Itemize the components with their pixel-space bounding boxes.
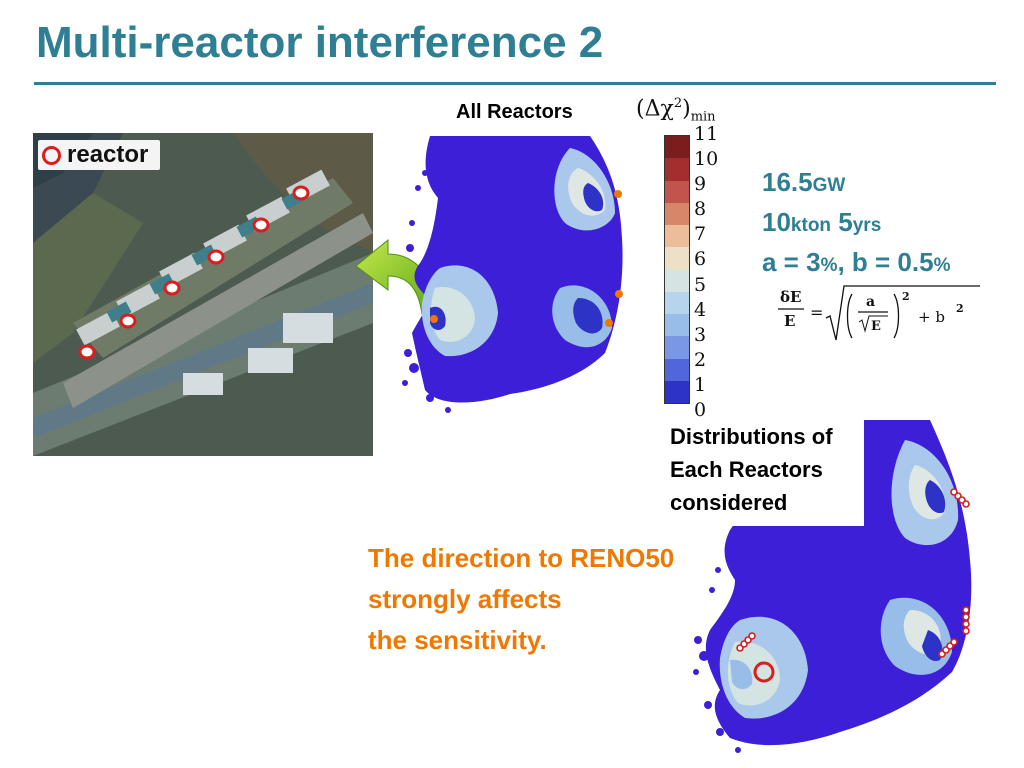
color-scale-segment [665,358,689,381]
svg-text:E: E [871,319,881,334]
color-scale-tick: 4 [694,298,707,321]
note-line: strongly affects [368,584,562,614]
power-line: 16.5GW [762,167,846,197]
color-scale-tick: 9 [694,173,707,196]
parameters: 16.5GW 10kton 5yrs a = 3%, b = 0.5% [762,164,950,284]
color-scale-tick: 6 [694,248,707,271]
reno50-detector-marker [753,661,775,683]
color-scale-segment [665,269,689,292]
reactor-marker [207,249,225,265]
reactor-marker [292,185,310,201]
color-scale-segment [665,158,689,181]
color-scale-segment [665,202,689,225]
note-line: the sensitivity. [368,625,547,655]
resolution-line: a = 3%, b = 0.5% [762,247,951,277]
color-scale-segment [665,380,689,403]
color-scale-tick: 2 [694,348,707,371]
svg-text:E: E [784,312,795,330]
reactor-marker [78,344,96,360]
color-scale-tick: 0 [694,399,707,421]
energy-resolution-formula: δE E = a E 2 + b 2 [778,285,980,341]
color-scale-segment [665,180,689,203]
color-scale-tick: 11 [694,123,719,145]
sensitivity-note: The direction to RENO50 strongly affects… [368,538,674,661]
note-line: The direction to RENO50 [368,543,675,573]
color-scale-segment [665,291,689,314]
color-scale-tick: 8 [694,198,707,221]
reactor-site-photo [33,133,373,456]
map-top-label: All Reactors [456,101,573,123]
svg-text:=: = [810,303,823,322]
svg-text:a: a [866,294,875,310]
distribution-label-box [664,420,864,526]
color-scale-tick: 3 [694,323,707,346]
photo-legend: reactor [38,140,160,170]
svg-text:2: 2 [902,290,910,303]
reactor-markers [736,488,970,658]
reactor-markers [78,185,310,360]
photo-legend-label: reactor [67,141,149,168]
color-scale-segment [665,136,689,159]
color-scale-segment [665,336,689,359]
color-scale-title: (Δχ2)min [636,96,716,125]
reactor-marker [119,313,137,329]
color-scale-segment [665,247,689,270]
distribution-label-line: considered [670,490,788,515]
color-scale-tick: 5 [694,273,707,296]
distribution-label-line: Each Reactors [670,457,823,482]
exposure-line: 10kton 5yrs [762,207,882,237]
color-scale-tick: 1 [694,373,707,396]
page-title: Multi-reactor interference 2 [36,18,604,67]
reactor-marker [252,217,270,233]
sensitivity-map-all-reactors [402,136,623,413]
reactor-legend-icon [42,145,61,165]
color-scale-segment [665,314,689,337]
svg-text:+ b: + b [918,308,945,326]
svg-text:δE: δE [780,288,801,306]
color-scale-tick: 7 [694,223,707,246]
distribution-label-line: Distributions of [670,424,833,449]
title-divider [34,82,996,85]
reactor-marker [163,280,181,296]
color-scale-bar [664,135,690,404]
color-scale-tick: 10 [694,148,719,171]
svg-text:2: 2 [956,302,964,315]
color-scale-segment [665,225,689,248]
